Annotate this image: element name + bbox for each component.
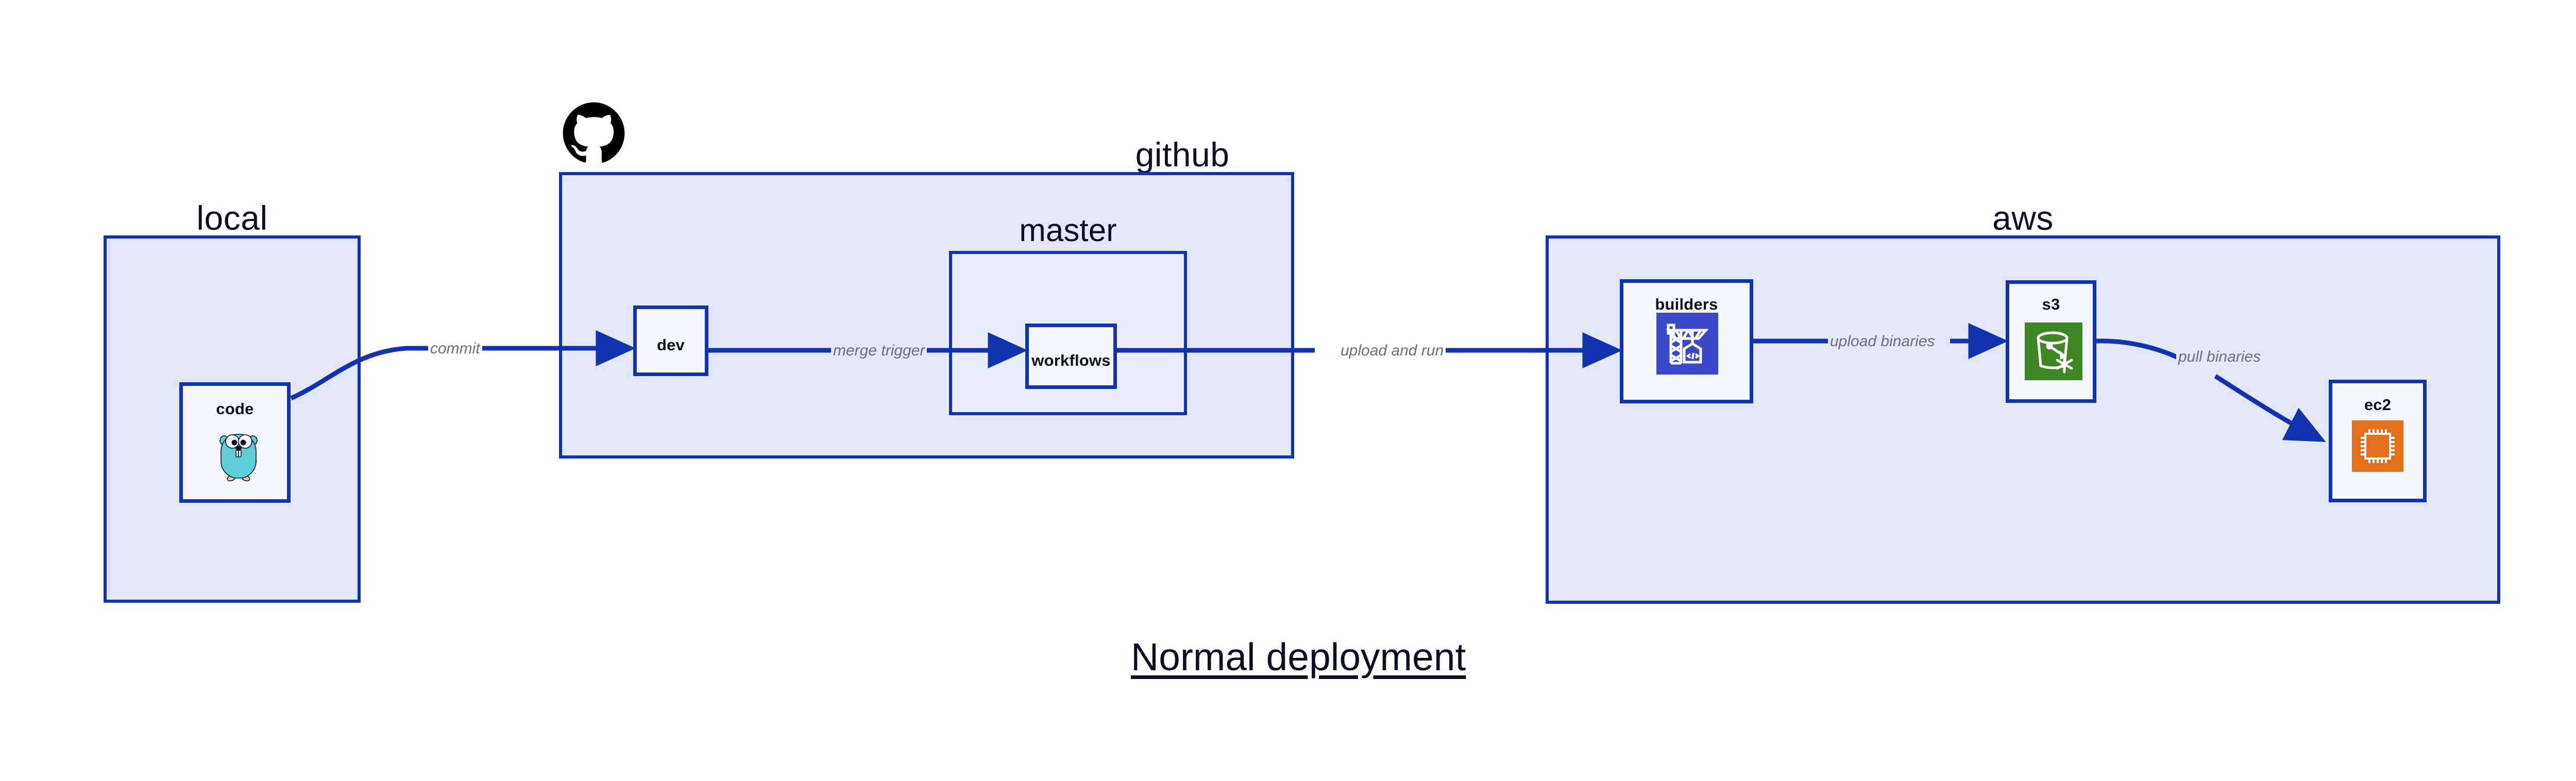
go-gopher-icon [219, 434, 258, 482]
node-workflows[interactable]: workflows [1025, 324, 1117, 389]
node-label-dev: dev [656, 336, 685, 354]
group-label-aws: aws [1992, 199, 2054, 237]
aws-codebuild-icon [1656, 313, 1718, 375]
node-ec2[interactable]: ec2 [2329, 380, 2427, 502]
node-builders[interactable]: builders [1620, 279, 1753, 403]
edge-label-pull-binaries: pull binaries [2176, 348, 2263, 366]
node-label-s3: s3 [2042, 295, 2060, 313]
edge-label-upload-and-run: upload and run [1338, 342, 1446, 360]
aws-s3-glacier-icon [2025, 322, 2082, 380]
node-label-ec2: ec2 [2364, 396, 2392, 414]
node-label-code: code [216, 400, 254, 418]
group-label-github: github [1135, 135, 1230, 174]
github-octocat-logo [563, 102, 625, 163]
node-label-workflows: workflows [1031, 351, 1111, 369]
node-code[interactable]: code [179, 382, 291, 503]
edge-label-upload-binaries: upload binaries [1828, 333, 1937, 350]
node-s3[interactable]: s3 [2006, 280, 2096, 403]
node-label-builders: builders [1655, 295, 1718, 313]
subgroup-label-master: master [1019, 213, 1117, 248]
edge-label-commit: commit [428, 340, 482, 358]
node-dev[interactable]: dev [633, 305, 708, 376]
group-label-local: local [196, 199, 268, 237]
edge-label-merge-trigger: merge trigger [831, 342, 927, 360]
aws-ec2-chip-icon [2352, 420, 2403, 472]
diagram-title: Normal deployment [1131, 635, 1466, 678]
